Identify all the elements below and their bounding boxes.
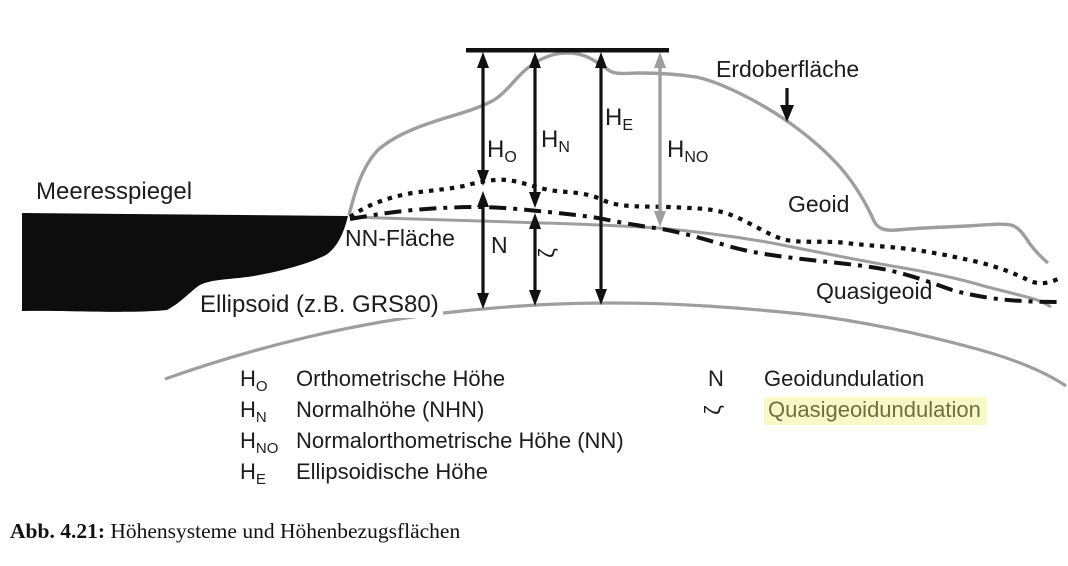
arrow-he (595, 52, 607, 305)
legend-row-hn: HN Normalhöhe (NHN) (240, 397, 624, 428)
geoid-curve (348, 177, 1063, 286)
quasigeoid-curve (349, 204, 1059, 304)
legend-desc-ho: Orthometrische Höhe (296, 366, 506, 391)
earth-surface-curve (347, 51, 1050, 265)
legend-row-ho: HO Orthometrische Höhe (240, 366, 624, 397)
arrow-ho (477, 52, 489, 186)
arrow-zeta (529, 213, 541, 306)
legend-row-hno: HNO Normalorthometrische Höhe (NN) (240, 428, 624, 459)
arrow-hn (529, 52, 541, 208)
legend-symbol-ho: HO (240, 366, 268, 395)
caption-number: Abb. 4.21: (10, 519, 105, 543)
legend-symbol-hno: HNO (240, 428, 279, 457)
figure-caption: Abb. 4.21: Höhensysteme und Höhenbezugsf… (10, 519, 460, 544)
measure-hn-label: HN (541, 126, 570, 156)
ellipsoid-label: Ellipsoid (z.B. GRS80) (196, 291, 443, 319)
arrow-hno (654, 52, 666, 227)
geoid-label: Geoid (788, 191, 850, 217)
measure-hno-label: HNO (667, 136, 709, 166)
quasigeoid-label: Quasigeoid (816, 278, 933, 304)
legend-left: HO Orthometrische Höhe HN Normalhöhe (NH… (240, 366, 624, 490)
arrow-n (477, 191, 489, 309)
legend-symbol-hn: HN (240, 397, 267, 426)
legend-row-zeta: ζ Quasigeoidundulation (699, 397, 987, 428)
measure-n-label: N (491, 232, 508, 258)
earth-surface-label: Erdoberfläche (716, 56, 860, 82)
legend-symbol-zeta: ζ (699, 405, 725, 415)
legend-desc-n: Geoidundulation (764, 366, 925, 391)
sea-shape (22, 213, 348, 312)
sea-label: Meeresspiegel (36, 178, 193, 205)
legend-symbol-n: N (708, 366, 724, 391)
legend-desc-zeta-highlighted: Quasigeoidundulation (764, 397, 987, 425)
caption-text: Höhensysteme und Höhenbezugsflächen (104, 519, 461, 543)
height-reference-bar (466, 48, 669, 53)
measure-he-label: HE (605, 104, 634, 134)
earth-surface-pointer-arrow (780, 88, 794, 122)
nn-surface-line (349, 215, 1052, 309)
legend-desc-he: Ellipsoidische Höhe (296, 459, 488, 484)
legend-desc-hn: Normalhöhe (NHN) (296, 397, 485, 422)
measure-ho-label: HO (487, 136, 517, 166)
legend-symbol-he: HE (240, 459, 266, 488)
legend-right: N Geoidundulation ζ Quasigeoidundulation (699, 366, 987, 428)
legend-row-n: N Geoidundulation (708, 366, 987, 397)
ellipsoid-curve (164, 301, 1067, 388)
legend-row-he: HE Ellipsoidische Höhe (240, 459, 624, 490)
legend-desc-hno: Normalorthometrische Höhe (NN) (296, 428, 624, 453)
nn-surface-label: NN-Fläche (345, 225, 455, 251)
measure-zeta-label: ζ (533, 248, 559, 258)
